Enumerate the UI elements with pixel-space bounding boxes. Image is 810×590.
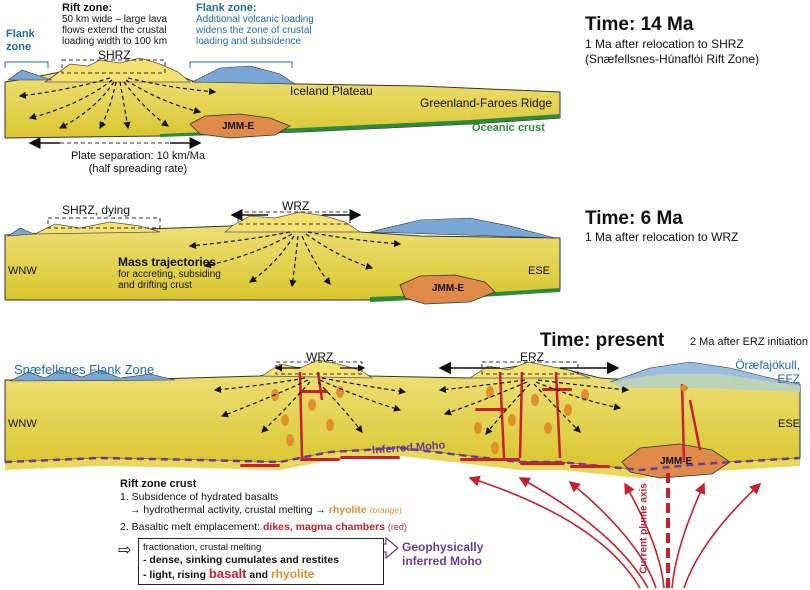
panel2-mass-note: Mass trajectories for accreting, subsidi…: [118, 255, 268, 291]
panel2-ese-label: ESE: [528, 265, 551, 277]
legend-item2-pre: 2. Basaltic melt emplacement:: [120, 521, 261, 533]
panel2-jmm-block: [399, 274, 496, 305]
panel2-mass-text2: and drifting crust: [118, 280, 192, 291]
legend-item2: 2. Basaltic melt emplacement: dikes, mag…: [120, 521, 500, 534]
panel3-inferred-moho-line: [4, 446, 801, 472]
panel3-jmm-label: JMM-E: [660, 456, 693, 467]
legend-item2-red: dikes, magma chambers: [262, 521, 385, 533]
panel1-mass-trajectories: [18, 77, 217, 130]
panel3-mass-trajectories: [213, 377, 630, 435]
panel2-left-mountain: [6, 227, 35, 237]
panel3-jmm-block: [621, 443, 731, 479]
panel2-wrz-volcanic-pile: [224, 211, 362, 233]
panel1-left-flank-bracket: [4, 61, 49, 68]
panel2-wrz-label: WRZ: [282, 199, 310, 213]
legend-geo1: Geophysically: [402, 540, 484, 554]
legend-item2-post: (red): [387, 522, 407, 532]
panel3-time-sub: 2 Ma after ERZ initiation: [690, 336, 808, 348]
panel1-flank-right-text: Additional volcanic loading widens the z…: [196, 14, 314, 47]
legend-box-basalt: basalt: [208, 566, 247, 581]
legend-item1b-orange: (orange): [369, 505, 402, 515]
panel3-oraefa1: Öræfajökull,: [735, 358, 800, 372]
panel2-time-title: Time: 6 Ma: [585, 208, 683, 229]
panel2-shrz-dying-label: SHRZ, dying: [62, 203, 131, 217]
panel3-dikes: [298, 371, 702, 461]
panel2-time-sub: 1 Ma after relocation to WRZ: [585, 230, 739, 244]
legend-title: Rift zone crust: [120, 478, 197, 490]
panel1-flank-right-title: Flank zone:: [196, 2, 257, 14]
panel3-erz-volcanic-pile: [468, 361, 591, 379]
panel1-rift-zone-note: Rift zone: 50 km wide – large lava flows…: [62, 2, 190, 47]
panel1-jmm-block: [189, 113, 291, 139]
panel3-snaefellsnes-mountains: [9, 369, 176, 382]
panel2-mass-trajectories: [188, 231, 402, 288]
legend-item1b: → hydrothermal activity, crustal melting…: [120, 504, 500, 517]
panel3-oraefa-label: Öræfajökull, EFZ: [720, 358, 800, 386]
legend-box-line2: - dense, sinking cumulates and restites: [143, 554, 340, 566]
panel1-rift-zone-title: Rift zone:: [62, 2, 113, 14]
panel3-plume-arrows: [468, 475, 762, 589]
panel1-iceland-plateau-label: Iceland Plateau: [290, 84, 373, 98]
panel1-crust: [4, 57, 561, 139]
panel1-time-subtitle: 1 Ma after relocation to SHRZ (Snæfellsn…: [585, 37, 759, 67]
panel3-ese-label: ESE: [778, 418, 801, 430]
panel1-oceanic-crust-label: Oceanic crust: [472, 122, 545, 134]
legend-item1b-pre: → hydrothermal activity, crustal melting…: [130, 504, 326, 516]
panel2-wnw-label: WNW: [8, 265, 37, 277]
panel3-wrz-label: WRZ: [306, 350, 334, 364]
legend-box-line3-pre: - light, rising: [143, 569, 206, 581]
panel3-time-title: Time: present: [540, 330, 665, 351]
panel1-shrz-zone-box: [61, 59, 166, 74]
panel1-shrz-label: SHRZ: [98, 48, 131, 62]
panel2-right-mountain: [369, 217, 556, 239]
panel1-plate-sep2: (half spreading rate): [88, 163, 188, 175]
panel1-volcanic-pile: [43, 57, 192, 83]
panel1-left-flank-mountain: [7, 69, 53, 81]
legend-item1b-rhyolite: rhyolite: [328, 504, 367, 516]
panel1-flank-right-note: Flank zone: Additional volcanic loading …: [196, 2, 346, 47]
panel1-jmm-label: JMM-E: [222, 121, 255, 132]
panel1-time-sub1: 1 Ma after relocation to SHRZ: [585, 37, 744, 51]
panel3-rhyolite-bodies: [271, 385, 688, 454]
legend-box: fractionation, crustal melting - dense, …: [138, 538, 384, 585]
panel1-plate-sep-note: Plate separation: 10 km/Ma (half spreadi…: [58, 150, 218, 176]
panel2-crust: [4, 211, 561, 305]
panel1-rift-zone-text: 50 km wide – large lava flows extend the…: [62, 14, 168, 47]
panel1-time-title: Time: 14 Ma: [585, 14, 694, 35]
panel1-time-sub2: (Snæfellsnes-Húnaflói Rift Zone): [585, 52, 760, 66]
legend-geophysical-moho: Geophysically inferred Moho: [402, 540, 483, 568]
panel3-erz-label: ERZ: [520, 350, 544, 364]
panel2-jmm-label: JMM-E: [432, 283, 465, 294]
panel3-crust: [4, 359, 801, 479]
legend-box-line1: fractionation, crustal melting: [143, 542, 262, 553]
legend-item1: 1. Subsidence of hydrated basalts: [120, 491, 279, 503]
panel3-oraefa2: EFZ: [777, 372, 800, 386]
panel1-right-flank-mountain: [191, 65, 297, 85]
legend-box-rhyolite: rhyolite: [271, 567, 315, 581]
panel1-gf-ridge-label: Greenland-Faroes Ridge: [420, 96, 553, 110]
legend-box-and: and: [249, 569, 269, 581]
panel2-shrz-zone-box: [47, 217, 161, 229]
panel3-lower-crust-band: [5, 448, 800, 478]
panel1-flank-left-label: Flank zone: [6, 28, 35, 53]
panel1-right-flank-bracket: [189, 61, 293, 68]
panel2-mass-title: Mass trajectories: [118, 255, 217, 269]
legend: Rift zone crust 1. Subsidence of hydrate…: [120, 478, 500, 534]
panel3-icecap-base: [610, 374, 800, 392]
panel3-wnw-label: WNW: [8, 418, 37, 430]
panel1-plate-sep1: Plate separation: 10 km/Ma: [71, 150, 205, 162]
panel2-mass-text1: for accreting, subsiding: [118, 269, 221, 280]
legend-geo2: inferred Moho: [402, 554, 482, 568]
legend-hollow-arrow: ⇨: [118, 542, 132, 559]
panel3-snaefellsnes-label: Snæfellsnes Flank Zone: [14, 362, 155, 377]
legend-box-line3: - light, rising basalt and rhyolite: [143, 567, 379, 582]
panel3-plume-label: Current plume axis: [638, 483, 650, 574]
